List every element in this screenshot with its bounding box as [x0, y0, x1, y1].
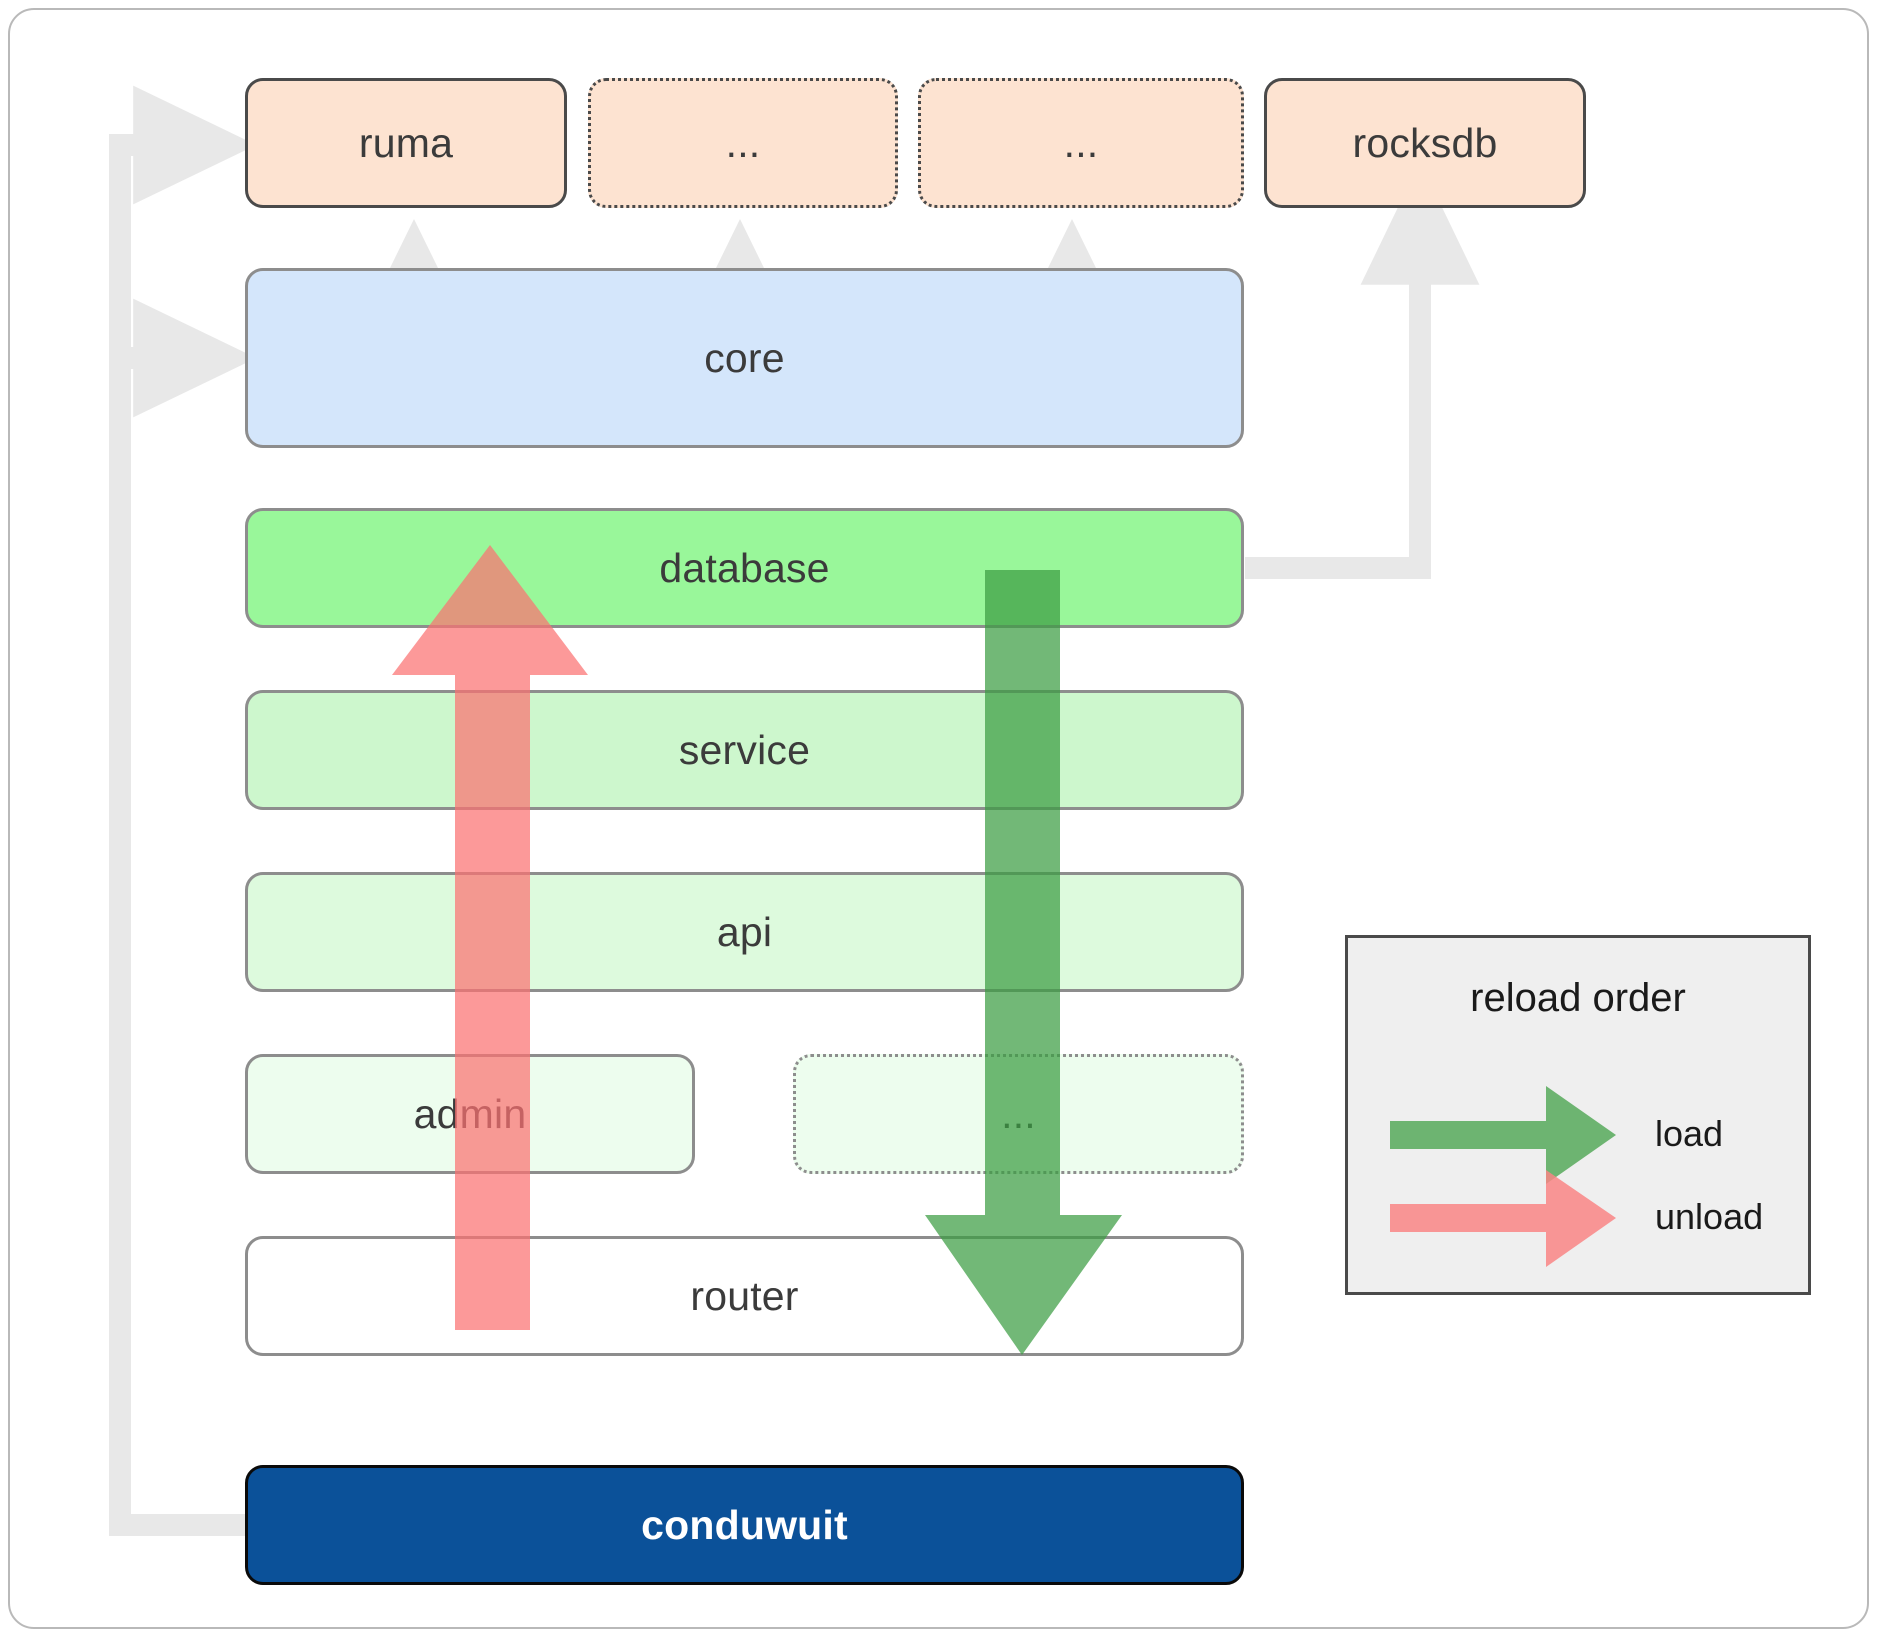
layer-label-database: database — [659, 544, 830, 591]
dependency-box-rocksdb[interactable]: rocksdb — [1264, 78, 1586, 208]
unload-arrow-icon — [1390, 1170, 1616, 1267]
root-box-conduwuit[interactable]: conduwuit — [245, 1465, 1244, 1585]
load-arrow-icon — [1390, 1086, 1616, 1184]
dependency-label-rocksdb: rocksdb — [1352, 119, 1498, 166]
legend-title: reload order — [1470, 976, 1686, 1020]
layer-label-router: router — [690, 1272, 799, 1319]
layer-box-service[interactable]: service — [245, 690, 1244, 810]
dependency-box-3[interactable]: ... — [918, 78, 1244, 208]
layer-label-service: service — [678, 726, 811, 773]
root-label-conduwuit: conduwuit — [641, 1501, 848, 1548]
layer-box-database[interactable]: database — [245, 508, 1244, 628]
dependency-label-2: ... — [725, 119, 761, 166]
dependency-label-3: ... — [1063, 119, 1099, 166]
layer-box-admin[interactable]: admin — [245, 1054, 695, 1174]
layer-box-more[interactable]: ... — [793, 1054, 1244, 1174]
legend-arrow-icons — [1390, 1086, 1616, 1267]
layer-label-admin: admin — [413, 1090, 527, 1137]
layer-box-api[interactable]: api — [245, 872, 1244, 992]
dependency-box-ruma[interactable]: ruma — [245, 78, 567, 208]
legend-panel: reload order load unload — [1345, 935, 1811, 1295]
dependency-box-2[interactable]: ... — [588, 78, 898, 208]
diagram-frame — [8, 8, 1869, 1629]
legend-label-unload: unload — [1655, 1196, 1764, 1237]
layer-label-api: api — [716, 908, 773, 955]
layer-box-router[interactable]: router — [245, 1236, 1244, 1356]
layer-label-core: core — [704, 334, 785, 381]
layer-label-more: ... — [1001, 1090, 1036, 1137]
legend-label-load: load — [1655, 1113, 1724, 1154]
layer-box-core[interactable]: core — [245, 268, 1244, 448]
dependency-label-ruma: ruma — [358, 119, 454, 166]
